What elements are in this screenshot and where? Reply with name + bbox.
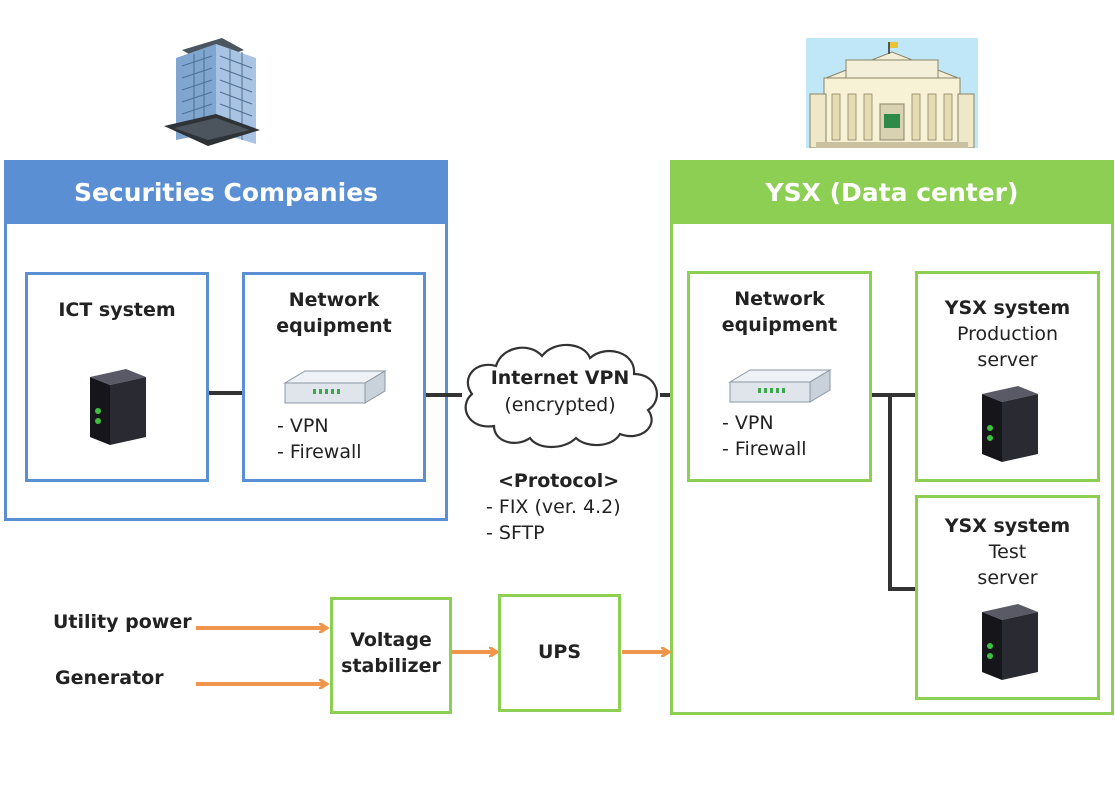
server-icon (90, 369, 146, 445)
office-building-icon (164, 38, 260, 146)
voltage-stabilizer-line2: stabilizer (341, 655, 441, 677)
power-arrows (196, 600, 680, 710)
ups-box: UPS (498, 594, 621, 712)
router-icon (283, 370, 387, 404)
exchange-building-icon (806, 38, 978, 148)
protocol-item-sftp: - SFTP (486, 522, 545, 544)
protocol-title: <Protocol> (498, 470, 620, 492)
ict-system-title: ICT system (58, 299, 176, 321)
vpn-subtitle: (encrypted) (504, 394, 616, 416)
connector-vertical-trunk (888, 393, 892, 591)
securities-network-box: Network equipment - VPN - Firewall (242, 272, 426, 482)
ysx-network-title-line2: equipment (721, 314, 838, 336)
ups-label: UPS (537, 641, 582, 663)
server-icon (982, 604, 1038, 680)
utility-power-label: Utility power (53, 611, 192, 633)
connector-ict-network (209, 391, 243, 395)
protocol-item-fix: - FIX (ver. 4.2) (486, 496, 621, 518)
connector-test-server (888, 587, 916, 591)
production-server-sub-line2: server (977, 349, 1038, 371)
test-server-sub-line1: Test (988, 541, 1027, 563)
test-server-sub-line2: server (977, 567, 1038, 589)
connector-network-servers (872, 393, 916, 397)
ysx-network-box: Network equipment - VPN - Firewall (687, 271, 872, 482)
ysx-header: YSX (Data center) (670, 160, 1114, 224)
securities-network-bullet-firewall: - Firewall (277, 441, 362, 463)
production-server-sub-line1: Production (956, 323, 1059, 345)
ict-system-box: ICT system (25, 272, 209, 482)
router-icon (728, 369, 832, 403)
server-icon (982, 386, 1038, 462)
ysx-network-bullet-vpn: - VPN (722, 412, 774, 434)
voltage-stabilizer-line1: Voltage (350, 629, 432, 651)
securities-network-title-line2: equipment (276, 315, 392, 337)
test-server-title: YSX system (944, 515, 1071, 537)
securities-companies-header: Securities Companies (4, 160, 448, 224)
production-server-title: YSX system (944, 297, 1071, 319)
securities-network-title-line1: Network (288, 289, 380, 311)
ysx-network-title-line1: Network (734, 288, 825, 310)
securities-network-bullet-vpn: - VPN (277, 415, 329, 437)
ysx-network-bullet-firewall: - Firewall (722, 438, 807, 460)
production-server-box: YSX system Production server (915, 271, 1100, 482)
vpn-title: Internet VPN (490, 367, 630, 389)
connector-network-vpn-left (426, 393, 462, 397)
test-server-box: YSX system Test server (915, 495, 1100, 700)
cloud-icon (464, 343, 658, 449)
generator-label: Generator (55, 667, 164, 689)
voltage-stabilizer-box: Voltage stabilizer (330, 597, 452, 714)
